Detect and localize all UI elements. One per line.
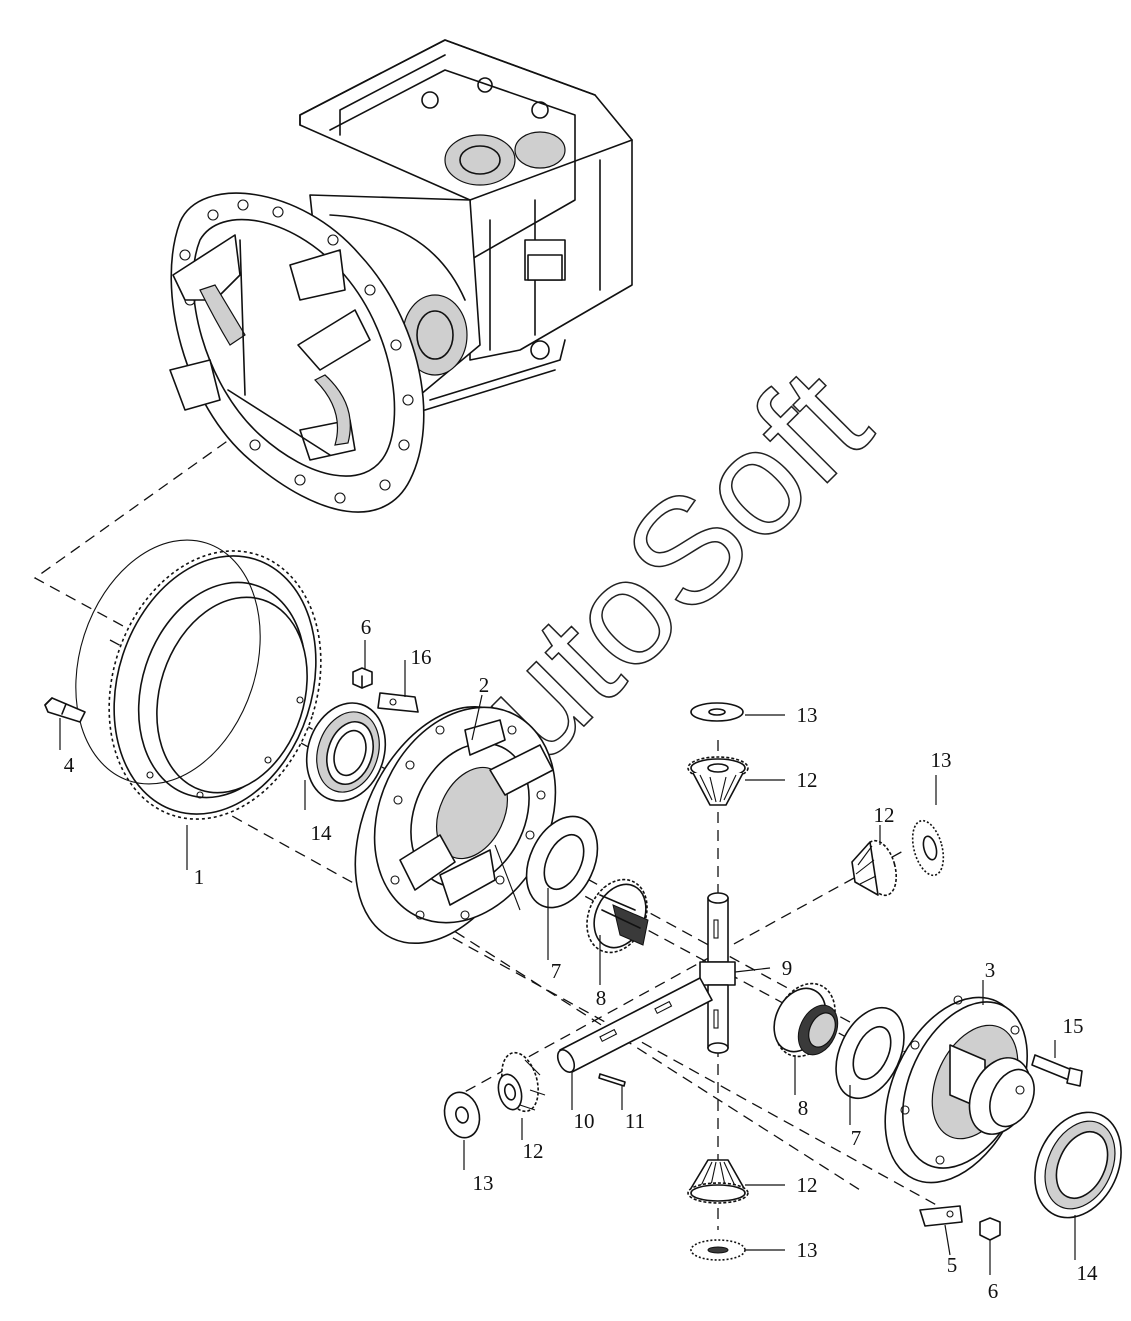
- transmission-housing: [169, 39, 633, 513]
- callout-13c: 13: [473, 1171, 494, 1195]
- ring-gear: [75, 539, 322, 820]
- callout-6a: 6: [361, 615, 372, 639]
- bearing-14-right: [1034, 1111, 1122, 1219]
- callout-8b: 8: [798, 1096, 809, 1120]
- callout-12a: 12: [797, 768, 818, 792]
- callout-15: 15: [1063, 1014, 1084, 1038]
- callout-numbers: 6 16 2 4 14 1 13 12 13 12 7 8 9 3 15 8 7…: [64, 615, 1098, 1303]
- lock-plate-16: [377, 692, 419, 713]
- bearing-14-left: [305, 702, 387, 802]
- thrust-washer-7-left: [525, 815, 599, 909]
- leader-lines: [59, 640, 1076, 1275]
- callout-4: 4: [64, 753, 75, 777]
- callout-7b: 7: [851, 1126, 862, 1150]
- callout-13a: 13: [797, 703, 818, 727]
- spherical-washer-13-top: [690, 702, 744, 722]
- bolt-15: [1031, 1054, 1083, 1087]
- callout-16: 16: [411, 645, 432, 669]
- nut-6-lower: [979, 1217, 1001, 1241]
- callout-13d: 13: [797, 1238, 818, 1262]
- pinion-gear-12-left: [497, 1051, 546, 1113]
- spherical-washer-13-right: [911, 819, 945, 877]
- nut-6-upper: [352, 667, 373, 689]
- callout-14b: 14: [1077, 1261, 1099, 1285]
- spherical-washer-13-bottom: [690, 1239, 746, 1261]
- callout-12d: 12: [797, 1173, 818, 1197]
- pinion-shaft-10: [556, 977, 713, 1073]
- case-bolt-holes: [390, 725, 546, 920]
- callout-2: 2: [479, 673, 490, 697]
- pinion-gear-12-right: [851, 839, 898, 897]
- pin-11: [598, 1073, 626, 1087]
- bolt-4: [44, 697, 86, 723]
- flange-bolt-holes: [179, 199, 414, 504]
- lock-plate-5: [919, 1205, 963, 1227]
- side-gear-8-right: [773, 982, 839, 1058]
- callout-7a: 7: [551, 959, 562, 983]
- callout-13b: 13: [931, 748, 952, 772]
- callout-6b: 6: [988, 1279, 999, 1303]
- callout-10: 10: [574, 1109, 595, 1133]
- side-gear-8-left: [586, 878, 649, 954]
- callout-14a: 14: [311, 821, 333, 845]
- callout-3: 3: [985, 958, 996, 982]
- spherical-washer-13-left: [443, 1091, 481, 1139]
- callout-11: 11: [625, 1109, 645, 1133]
- callout-9: 9: [782, 956, 793, 980]
- callout-5: 5: [947, 1253, 958, 1277]
- callout-12b: 12: [874, 803, 895, 827]
- callout-1: 1: [194, 865, 205, 889]
- pinion-gear-12-top: [687, 756, 749, 806]
- callout-12c: 12: [523, 1139, 544, 1163]
- cross-shaft-9: [699, 892, 736, 1054]
- callout-8a: 8: [596, 986, 607, 1010]
- pinion-gear-12-bottom: [687, 1159, 749, 1204]
- differential-case-3: [884, 995, 1035, 1184]
